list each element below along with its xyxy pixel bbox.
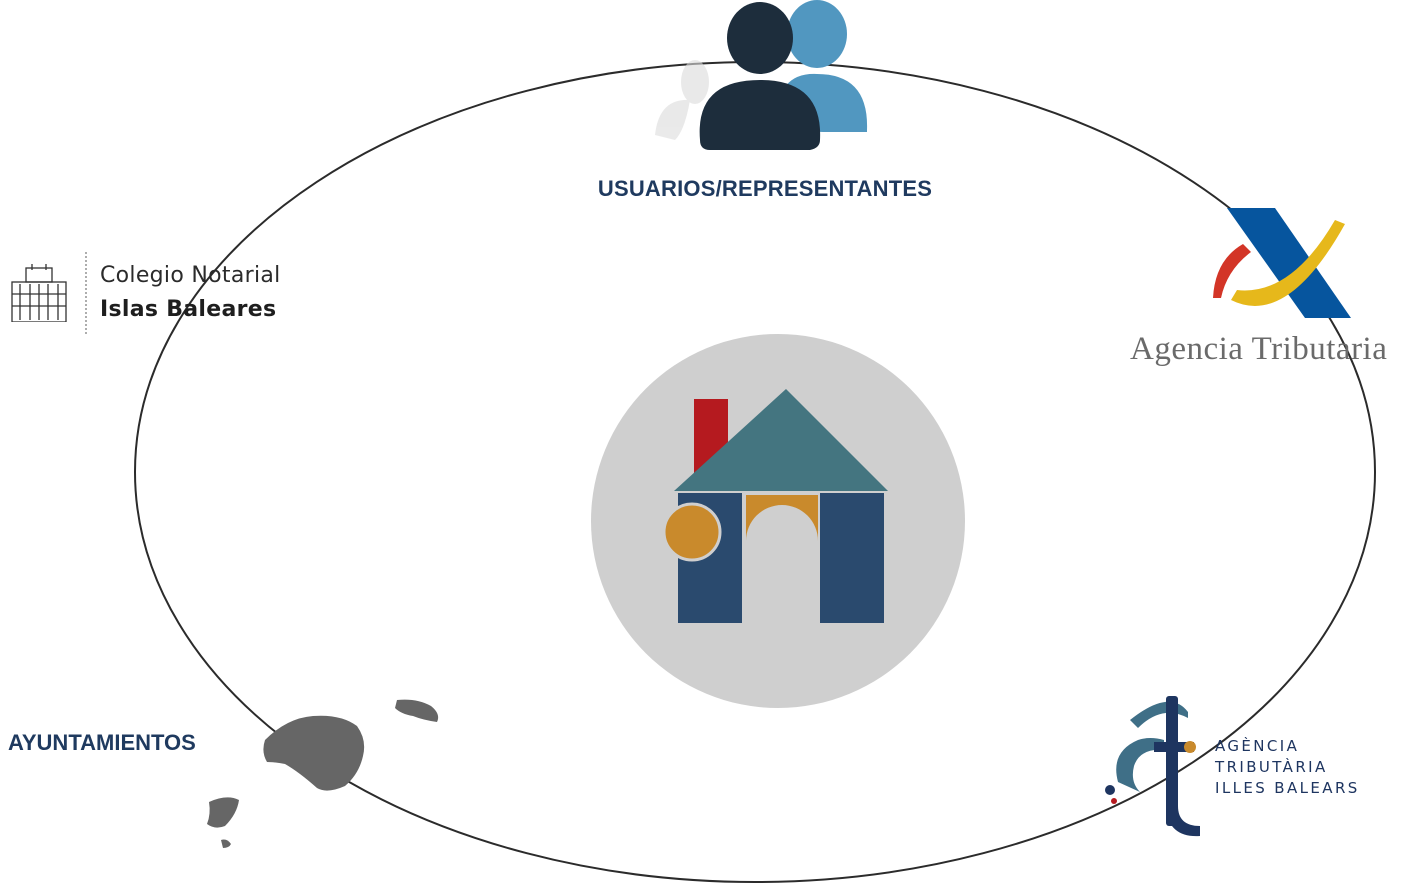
colegio-notarial-logo <box>8 250 308 335</box>
atib-emblem <box>1105 696 1200 837</box>
right-wall-shape <box>820 493 884 623</box>
atib-line2: TRIBUTÀRIA <box>1215 758 1328 776</box>
users-icon <box>655 0 868 150</box>
users-representatives-label: USUARIOS/REPRESENTANTES <box>597 176 933 201</box>
agencia-tributaria-emblem <box>1213 208 1351 318</box>
notarial-line2: Islas Baleares <box>100 297 277 322</box>
ayuntamientos-label: AYUNTAMIENTOS <box>8 730 196 755</box>
house-emblem <box>591 334 965 708</box>
door-arch-shape <box>746 495 818 541</box>
emblem-background-circle <box>591 334 965 708</box>
atib-line1: AGÈNCIA <box>1215 737 1300 755</box>
roof-shape <box>674 389 888 491</box>
notarial-line1: Colegio Notarial <box>100 263 281 288</box>
logo-divider <box>85 252 87 334</box>
agencia-tributaria-text: Agencia Tributaria <box>1130 331 1388 367</box>
house-icon <box>662 389 888 623</box>
building-icon <box>11 264 67 322</box>
islands-map-icon <box>207 699 439 848</box>
atib-line3: ILLES BALEARS <box>1215 779 1360 797</box>
round-window-shape <box>662 502 722 562</box>
